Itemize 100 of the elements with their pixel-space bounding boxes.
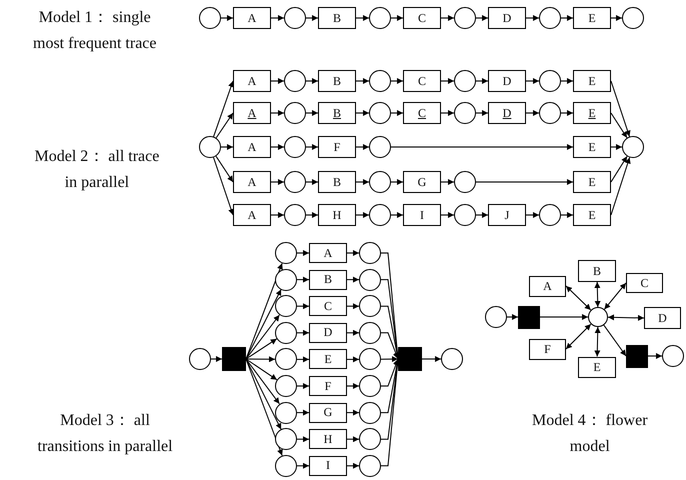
place-circle [662,345,684,367]
place-circle [359,295,381,318]
arrow [306,110,318,116]
arrow [380,356,398,362]
arrow [380,332,399,360]
transition-box: B [318,70,356,92]
arrow [476,110,488,116]
place-circle [284,102,306,124]
arrow [216,112,234,138]
transition-box: I [403,204,441,226]
place-circle [275,402,297,424]
place-circle [539,102,561,124]
arrow [216,156,234,182]
arrow [356,179,370,185]
arrow [270,144,284,150]
place-circle [359,268,381,291]
double-arrow [608,314,644,321]
arrow [306,179,318,185]
arrow [356,212,370,218]
arrow [270,179,284,185]
filled-square [626,344,648,368]
model-caption: Model 4： flower model [532,411,648,457]
place-circle [359,428,381,450]
arrow [440,78,454,84]
arrow [560,78,574,84]
filled-square [398,347,422,371]
arrow [246,358,282,430]
transition-box: E [573,171,611,193]
place-circle [359,375,381,397]
transition-box: C [403,7,441,29]
arrow [220,15,234,21]
transition-box: H [318,204,356,226]
arrow [440,110,454,116]
arrow [560,212,574,218]
arrow [610,15,622,21]
arrow [346,330,360,336]
arrow [526,110,540,116]
transition-box: G [309,402,347,423]
transition-box: A [233,102,271,124]
transition-box: D [488,102,526,124]
arrow [306,15,318,21]
transition-box: C [626,273,663,293]
transition-box: A [233,70,271,92]
place-circle [199,136,221,158]
arrow [610,112,628,138]
transition-box: E [573,102,611,124]
place-circle [369,204,391,226]
arrow [246,358,278,380]
place-circle [359,454,381,477]
place-circle [539,204,561,226]
arrow [246,358,280,404]
arrow [210,356,222,362]
place-circle [275,375,297,397]
transition-box: A [233,171,271,193]
transition-box: C [403,70,441,92]
transition-box: D [644,307,681,329]
model-caption: Model 1： single most frequent trace [33,8,156,54]
arrow [246,288,282,360]
place-circle [454,204,476,226]
place-circle [622,7,644,29]
arrow [390,144,574,150]
arrow [346,383,360,389]
transition-box: A [233,136,271,158]
double-arrow [566,324,592,350]
transition-box: E [573,136,611,158]
filled-square [222,347,246,371]
transition-box: A [233,7,271,29]
arrow [306,212,318,218]
arrow [246,356,276,362]
double-arrow [594,326,601,357]
place-circle [454,102,476,124]
place-circle [199,7,221,29]
arrow [440,15,454,21]
place-circle [275,454,297,477]
arrow [346,436,360,442]
transition-box: B [318,171,356,193]
arrow [346,276,360,283]
transition-box: D [488,7,526,29]
place-circle [622,136,644,158]
transition-box: I [309,456,347,476]
place-circle [369,171,391,193]
transition-box: G [403,171,441,193]
transition-box: B [318,102,356,124]
arrow [390,179,404,185]
double-arrow [604,282,626,310]
arrow [440,179,454,185]
arrow [506,314,518,320]
place-circle [454,7,476,29]
place-circle [275,348,297,370]
arrow [296,303,310,310]
place-circle [485,306,507,328]
arrow [476,212,488,218]
transition-box: A [233,204,271,226]
model-caption: Model 3： all transitions in parallel [38,411,173,457]
arrow [540,314,588,320]
arrow [296,410,310,416]
arrow [296,250,310,256]
transition-box: J [488,204,526,226]
arrow [648,353,662,359]
transition-box: F [529,338,566,360]
